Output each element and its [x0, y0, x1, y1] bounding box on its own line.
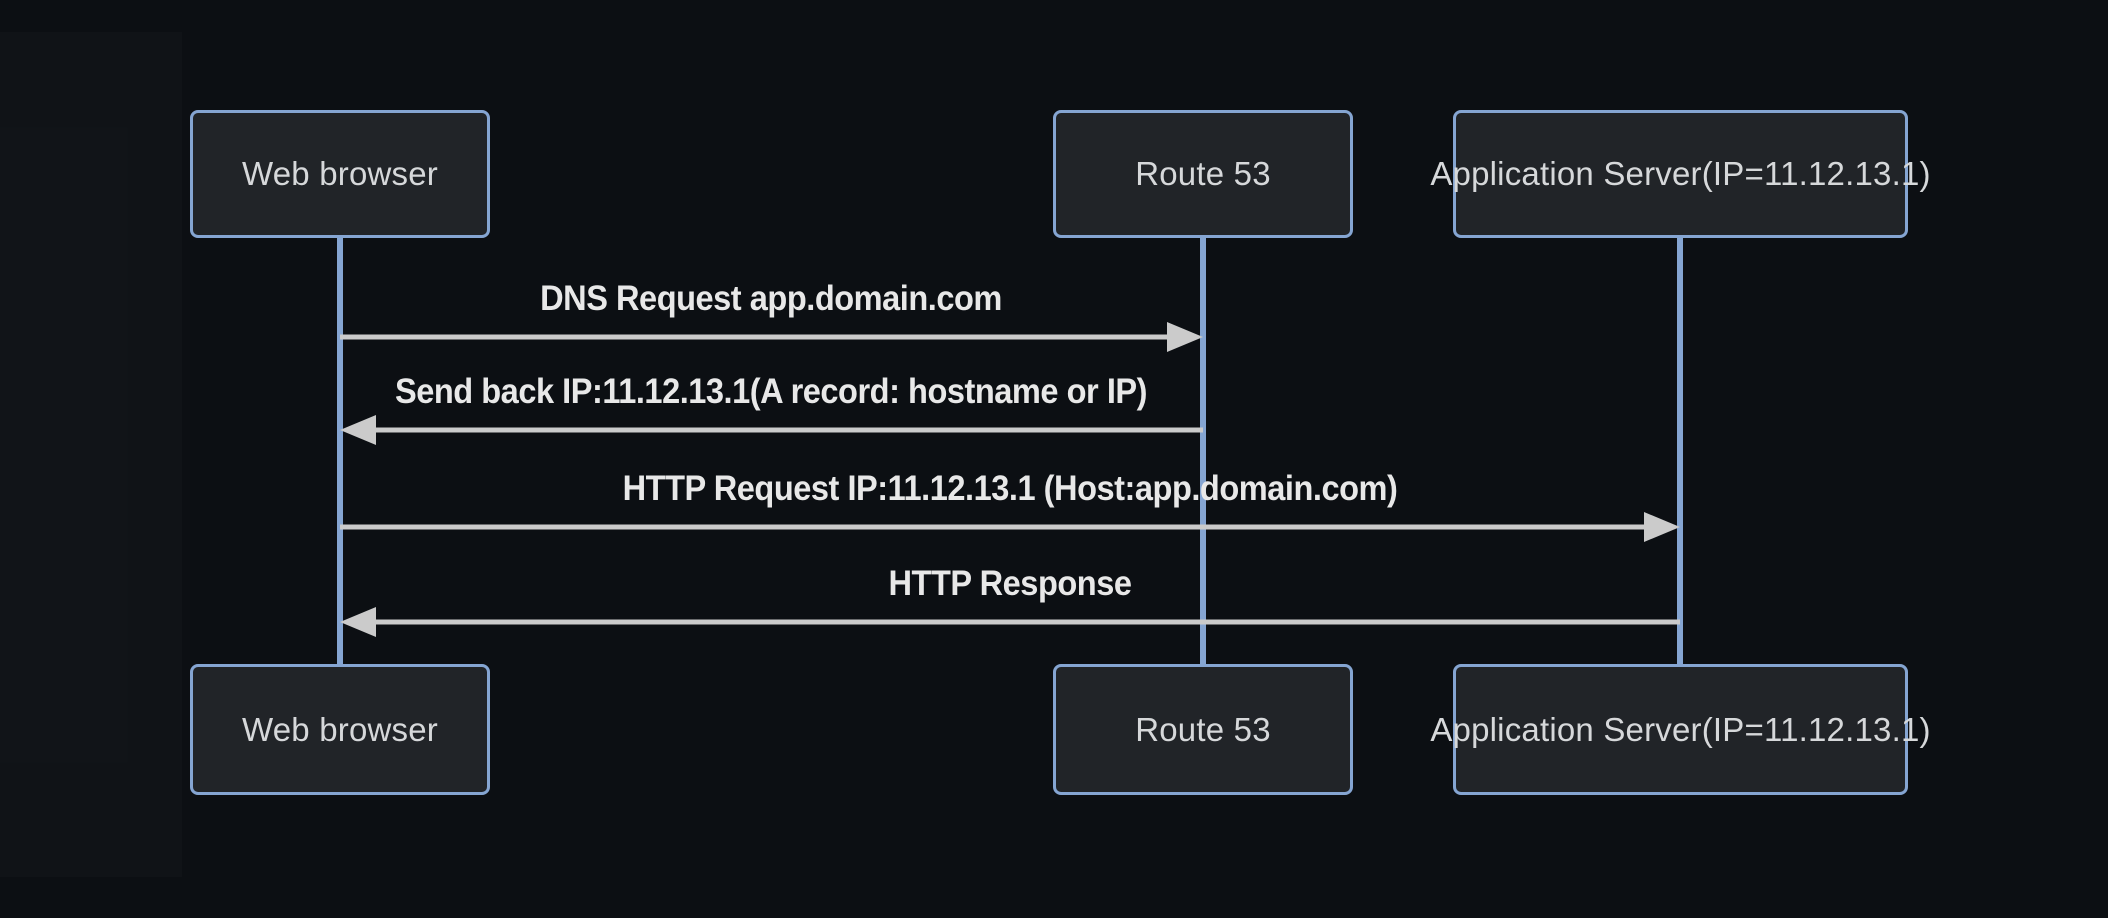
arrow-line: [348, 619, 1680, 625]
message-label-http-request: HTTP Request IP:11.12.13.1 (Host:app.dom…: [622, 469, 1398, 508]
lifeline-application-server: [1677, 238, 1683, 664]
arrow-line: [348, 427, 1203, 433]
actor-box-route-53-top: Route 53: [1053, 110, 1353, 238]
actor-label-route-53: Route 53: [1135, 155, 1271, 192]
actor-box-route-53-bottom: Route 53: [1053, 664, 1353, 795]
arrowhead-right-icon: [1644, 512, 1680, 542]
actor-box-application-server-top: Application Server(IP=11.12.13.1): [1430, 110, 1930, 238]
arrowhead-left-icon: [340, 607, 376, 637]
actor-label-web-browser: Web browser: [242, 710, 438, 748]
message-label-http-response: HTTP Response: [888, 564, 1132, 603]
lifeline-route-53: [1200, 238, 1206, 664]
actor-box-application-server-bottom: Application Server(IP=11.12.13.1): [1430, 664, 1930, 795]
arrow-line: [340, 334, 1195, 340]
actor-box-web-browser-top: Web browser: [190, 110, 490, 238]
message-arrow-dns-request: [340, 322, 1203, 352]
message-label-send-back-ip: Send back IP:11.12.13.1(A record: hostna…: [394, 372, 1148, 411]
message-arrow-http-response: [340, 607, 1680, 637]
actor-box-web-browser-bottom: Web browser: [190, 664, 490, 795]
actor-label-route-53: Route 53: [1135, 710, 1271, 748]
message-label-dns-request: DNS Request app.domain.com: [540, 279, 1002, 318]
lifeline-web-browser: [337, 238, 343, 664]
arrowhead-left-icon: [340, 415, 376, 445]
message-arrow-send-back-ip: [340, 415, 1203, 445]
arrow-line: [340, 524, 1672, 530]
actor-label-application-server: Application Server(IP=11.12.13.1): [1430, 155, 1931, 192]
actor-label-application-server: Application Server(IP=11.12.13.1): [1430, 710, 1931, 748]
message-arrow-http-request: [340, 512, 1680, 542]
actor-label-web-browser: Web browser: [242, 155, 438, 192]
background-band: [0, 32, 182, 877]
arrowhead-right-icon: [1167, 322, 1203, 352]
